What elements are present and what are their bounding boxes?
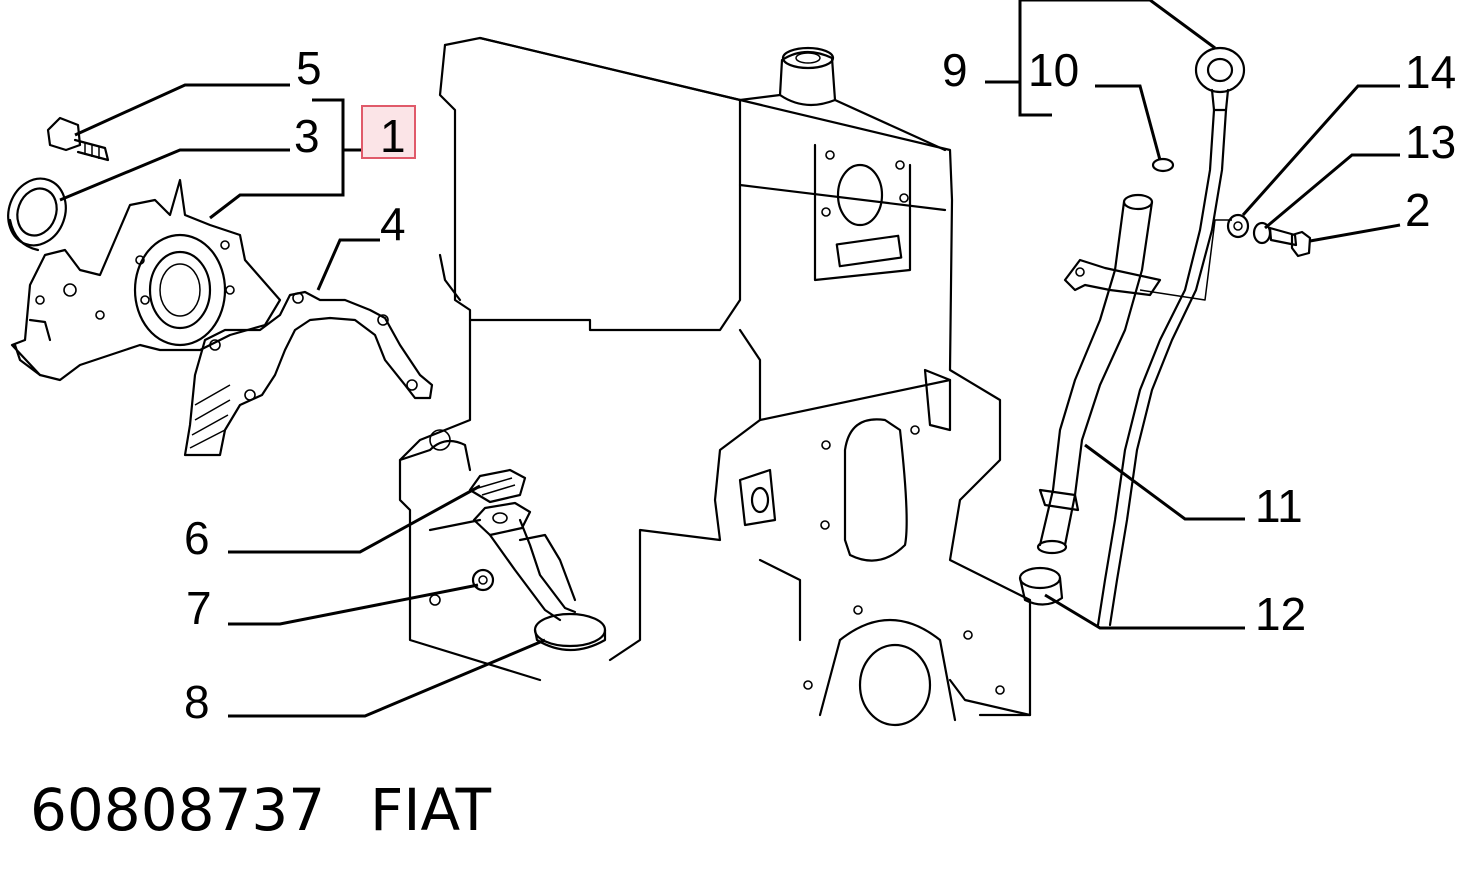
- oil-pickup-assembly: [468, 468, 607, 651]
- callout-13[interactable]: 13: [1405, 116, 1456, 168]
- dipstick-assembly: [1018, 46, 1312, 627]
- callout-10[interactable]: 10: [1028, 44, 1079, 96]
- part-number: 60808737: [30, 776, 325, 844]
- callout-14[interactable]: 14: [1405, 46, 1456, 98]
- callout-7[interactable]: 7: [186, 582, 212, 634]
- callout-2[interactable]: 2: [1405, 184, 1431, 236]
- engine-block: [398, 36, 1032, 727]
- callout-4[interactable]: 4: [380, 198, 406, 250]
- callout-5[interactable]: 5: [296, 42, 322, 94]
- callout-3[interactable]: 3: [294, 110, 320, 162]
- callout-labels: 5 3 1 4 6 7 8 9 10 14 13 2 11 12: [184, 42, 1456, 728]
- front-cover-assembly: [7, 116, 282, 382]
- brand-name: FIAT: [370, 776, 492, 844]
- leader-lines: [59, 0, 1401, 718]
- callout-1[interactable]: 1: [380, 110, 406, 162]
- callout-8[interactable]: 8: [184, 676, 210, 728]
- callout-12[interactable]: 12: [1255, 588, 1306, 640]
- callout-6[interactable]: 6: [184, 512, 210, 564]
- callout-11[interactable]: 11: [1255, 480, 1303, 532]
- highlight-box: [361, 105, 416, 159]
- front-cover-gasket: [183, 290, 434, 457]
- caption: 60808737 FIAT: [30, 776, 492, 844]
- callout-9[interactable]: 9: [942, 44, 968, 96]
